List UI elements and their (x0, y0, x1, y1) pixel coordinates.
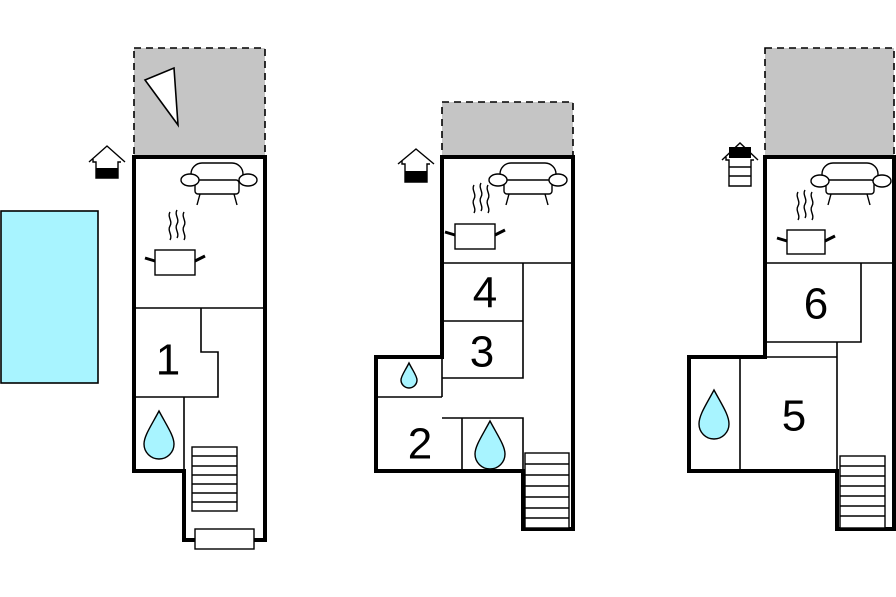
entrance-step (194, 528, 255, 550)
room-label: 3 (470, 328, 494, 377)
staircase-icon (839, 455, 886, 529)
house-floor-icon (88, 145, 126, 179)
house-floor-icon (397, 148, 435, 183)
cooking-pot-icon (144, 209, 206, 276)
sofa-icon (488, 162, 568, 206)
water-drop-icon (143, 409, 175, 460)
water-drop-icon (400, 361, 418, 389)
room-label: 1 (156, 336, 180, 385)
room-label: 2 (408, 420, 432, 469)
room-label: 5 (782, 392, 806, 441)
sofa-icon (810, 162, 892, 206)
cooking-pot-icon (776, 189, 836, 255)
floor-plan-b: 4 3 2 (374, 101, 575, 531)
terrace (764, 47, 895, 157)
outer-wall (132, 155, 267, 542)
floor-plan-a: 1 (0, 47, 267, 550)
terrace (441, 101, 574, 158)
room-label: 6 (804, 280, 828, 329)
sofa-icon (180, 162, 258, 206)
house-floor-icon (721, 142, 759, 187)
terrace (133, 47, 266, 157)
staircase-icon (524, 452, 570, 529)
staircase-icon (191, 446, 238, 512)
cooking-pot-icon (444, 182, 506, 250)
room-label: 4 (473, 269, 497, 318)
floor-plan-c: 6 5 (687, 47, 896, 531)
water-drop-icon (474, 419, 506, 470)
water-drop-icon (698, 388, 730, 440)
swimming-pool (0, 210, 99, 384)
compass-icon (143, 66, 179, 128)
